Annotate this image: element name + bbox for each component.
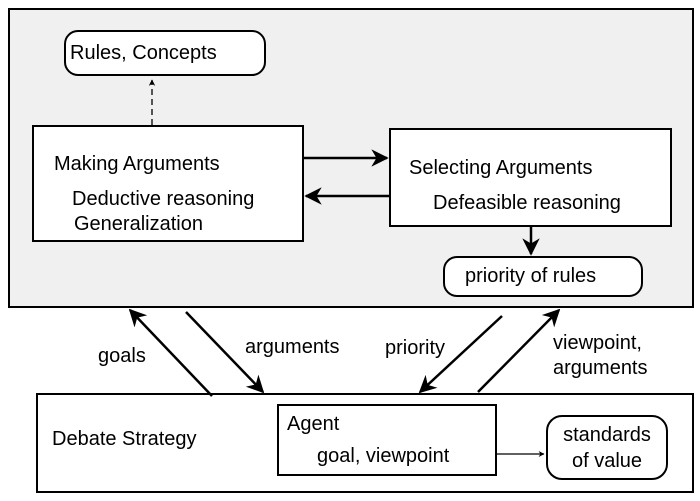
generalization-label: Generalization xyxy=(74,213,203,235)
priority-of-rules-box: priority of rules xyxy=(443,256,643,297)
selecting-arguments-box: Selecting Arguments Defeasible reasoning xyxy=(389,128,672,227)
rules-concepts-label: Rules, Concepts xyxy=(70,42,217,64)
priority-of-rules-label: priority of rules xyxy=(465,265,597,287)
making-arguments-title: Making Arguments xyxy=(54,153,220,175)
arrow-goals xyxy=(128,308,213,397)
goals-label: goals xyxy=(98,345,146,367)
standards-label: standards xyxy=(563,424,651,446)
viewpoint-arguments-label: arguments xyxy=(553,357,648,379)
arrow-arguments xyxy=(185,311,265,394)
arrow-priority xyxy=(418,315,503,394)
of-value-label: of value xyxy=(571,450,643,472)
deductive-reasoning-label: Deductive reasoning xyxy=(72,188,255,210)
priority-label: priority xyxy=(385,337,446,359)
defeasible-reasoning-label: Defeasible reasoning xyxy=(433,192,621,214)
agent-title: Agent xyxy=(287,413,340,435)
viewpoint-label: viewpoint, xyxy=(553,332,642,354)
rules-concepts-box: Rules, Concepts xyxy=(64,30,266,76)
arguments-label: arguments xyxy=(245,336,340,358)
arrow-viewpoint-arguments xyxy=(477,308,561,393)
selecting-arguments-title: Selecting Arguments xyxy=(409,157,593,179)
debate-strategy-label: Debate Strategy xyxy=(52,428,197,450)
making-arguments-box: Making Arguments Deductive reasoning Gen… xyxy=(32,125,304,242)
agent-goal-viewpoint: goal, viewpoint xyxy=(317,445,450,467)
standards-of-value-box: standards of value xyxy=(546,415,668,480)
agent-box: Agent goal, viewpoint xyxy=(277,404,497,476)
